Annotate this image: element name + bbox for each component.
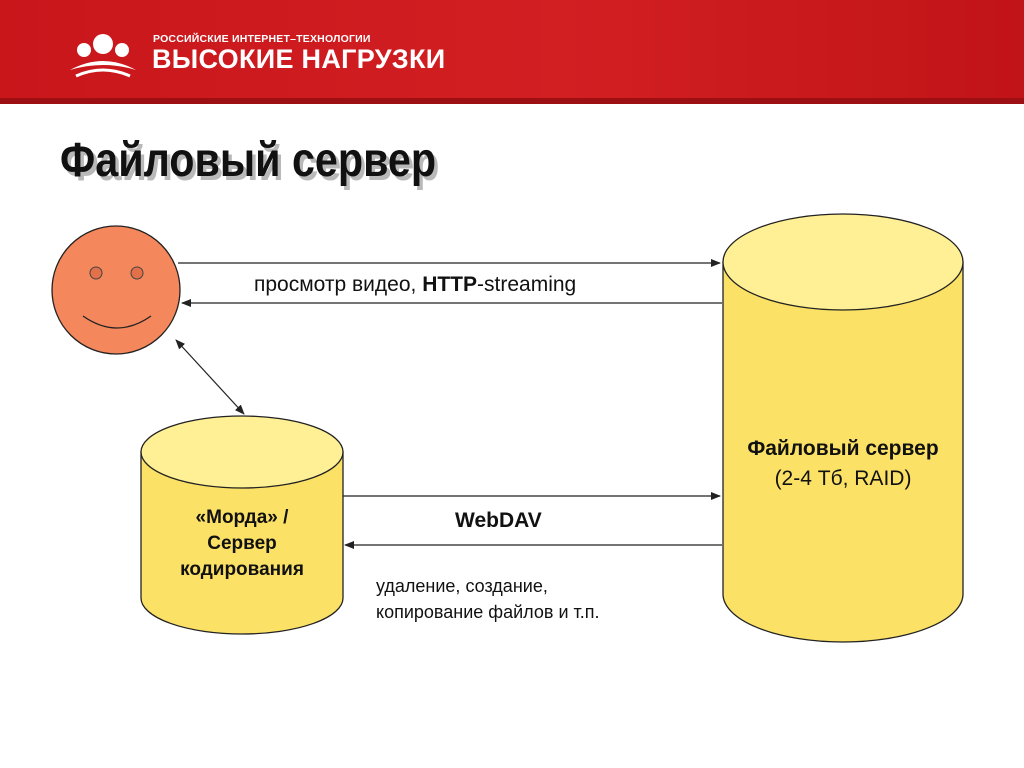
encoding-server-cylinder [140, 415, 344, 635]
http-label-suffix: -streaming [477, 273, 577, 296]
encoding-server-line1: «Морда» / [195, 507, 289, 528]
webdav-note-line2: копирование файлов и т.п. [376, 602, 600, 622]
file-server-label: Файловый сервер (2-4 Тб, RAID) [723, 434, 963, 494]
http-streaming-label: просмотр видео, HTTP-streaming [254, 273, 576, 297]
http-label-bold: HTTP [422, 273, 478, 296]
file-server-title: Файловый сервер [747, 437, 939, 460]
user-encoding-arrow [175, 339, 245, 415]
brand-subtitle: РОССИЙСКИЕ ИНТЕРНЕТ–ТЕХНОЛОГИИ [153, 33, 371, 45]
smiley-face-icon [51, 225, 181, 355]
slide-title: Файловый сервер [60, 134, 437, 187]
encoding-server-line2: Сервер [207, 533, 277, 554]
brand-name: ВЫСОКИЕ НАГРУЗКИ [152, 44, 446, 74]
encoding-server-label: «Морда» / Сервер кодирования [141, 505, 343, 583]
webdav-note-line1: удаление, создание, [376, 576, 548, 596]
webdav-note: удаление, создание, копирование файлов и… [376, 573, 600, 625]
people-logo-icon [70, 34, 136, 78]
file-server-subtitle: (2-4 Тб, RAID) [774, 467, 912, 490]
http-label-prefix: просмотр видео, [254, 273, 423, 296]
header-banner: РОССИЙСКИЕ ИНТЕРНЕТ–ТЕХНОЛОГИИ ВЫСОКИЕ Н… [0, 0, 1024, 104]
webdav-label: WebDAV [455, 509, 542, 532]
encoding-server-line3: кодирования [180, 559, 304, 580]
file-server-cylinder [722, 213, 964, 643]
header-shadow-stripe [0, 98, 1024, 104]
